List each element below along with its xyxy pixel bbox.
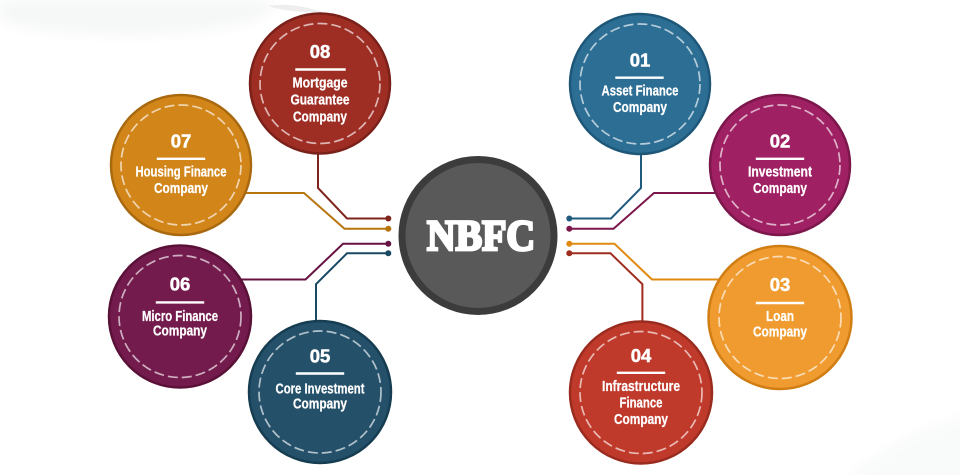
svg-text:01: 01 [630,49,651,70]
svg-text:Company: Company [293,109,347,125]
svg-text:08: 08 [310,41,331,62]
svg-text:Loan: Loan [766,309,794,325]
svg-text:Investment: Investment [748,164,812,180]
svg-text:07: 07 [171,130,192,151]
svg-text:Company: Company [614,412,668,428]
svg-text:Guarantee: Guarantee [291,93,350,109]
svg-text:06: 06 [170,274,191,295]
svg-text:NBFC: NBFC [427,213,535,260]
svg-text:Company: Company [154,181,208,197]
svg-text:Company: Company [153,323,207,339]
svg-text:Company: Company [753,181,807,197]
svg-text:Company: Company [613,100,667,116]
svg-text:05: 05 [310,346,331,367]
svg-text:Micro Finance: Micro Finance [142,309,218,325]
svg-text:Mortgage: Mortgage [293,76,348,92]
svg-text:04: 04 [631,345,652,366]
svg-text:Housing Finance: Housing Finance [136,164,227,180]
svg-text:03: 03 [770,274,791,295]
svg-text:Company: Company [293,397,347,413]
svg-text:Core Investment: Core Investment [276,382,365,398]
svg-text:Finance: Finance [620,395,663,411]
svg-text:02: 02 [770,130,791,151]
svg-text:Company: Company [753,324,807,340]
svg-text:Asset Finance: Asset Finance [602,84,679,100]
svg-text:Infrastructure: Infrastructure [602,379,680,395]
